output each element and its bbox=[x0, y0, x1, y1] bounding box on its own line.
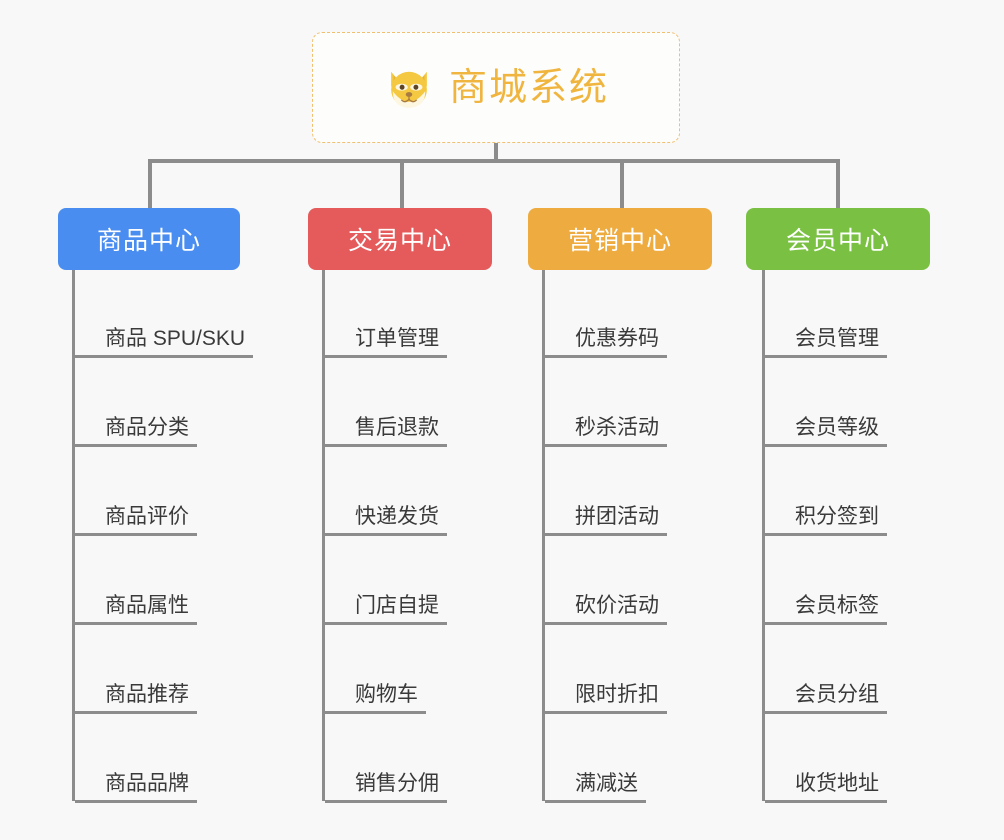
leaf-label: 拼团活动 bbox=[545, 504, 667, 536]
list-item[interactable]: 拼团活动 bbox=[545, 490, 667, 536]
list-item[interactable]: 收货地址 bbox=[765, 757, 887, 803]
leaf-label: 收货地址 bbox=[765, 771, 887, 803]
connector-drop-3 bbox=[620, 159, 624, 208]
connector-drop-2 bbox=[400, 159, 404, 208]
list-item[interactable]: 优惠券码 bbox=[545, 312, 667, 358]
connector-drop-1 bbox=[148, 159, 152, 208]
shiba-dog-face-icon bbox=[383, 62, 435, 114]
leaf-label: 商品品牌 bbox=[75, 771, 197, 803]
list-item[interactable]: 商品品牌 bbox=[75, 757, 197, 803]
leaf-spine bbox=[322, 270, 325, 801]
leaf-spine bbox=[762, 270, 765, 801]
leaf-label: 商品评价 bbox=[75, 504, 197, 536]
list-item[interactable]: 订单管理 bbox=[325, 312, 447, 358]
leaf-label: 快递发货 bbox=[325, 504, 447, 536]
list-item[interactable]: 商品分类 bbox=[75, 401, 197, 447]
list-item[interactable]: 门店自提 bbox=[325, 579, 447, 625]
list-item[interactable]: 商品推荐 bbox=[75, 668, 197, 714]
list-item[interactable]: 限时折扣 bbox=[545, 668, 667, 714]
category-label: 商品中心 bbox=[96, 227, 201, 255]
leaf-spine bbox=[72, 270, 75, 801]
category-box-marketing[interactable]: 营销中心 bbox=[528, 208, 712, 270]
list-item[interactable]: 会员分组 bbox=[765, 668, 887, 714]
leaf-label: 商品 SPU/SKU bbox=[75, 326, 254, 358]
category-label: 营销中心 bbox=[567, 227, 672, 255]
list-item[interactable]: 商品评价 bbox=[75, 490, 197, 536]
list-item[interactable]: 会员标签 bbox=[765, 579, 887, 625]
list-item[interactable]: 会员等级 bbox=[765, 401, 887, 447]
list-item[interactable]: 砍价活动 bbox=[545, 579, 667, 625]
leaf-label: 会员管理 bbox=[765, 326, 887, 358]
leaf-spine bbox=[542, 270, 545, 801]
list-item[interactable]: 满减送 bbox=[545, 757, 646, 803]
leaf-label: 售后退款 bbox=[325, 415, 447, 447]
list-item[interactable]: 商品 SPU/SKU bbox=[75, 312, 254, 358]
category-box-trade[interactable]: 交易中心 bbox=[308, 208, 492, 270]
connector-drop-4 bbox=[836, 159, 840, 208]
leaf-label: 砍价活动 bbox=[545, 593, 667, 625]
leaf-label: 购物车 bbox=[325, 682, 426, 714]
connector-bus bbox=[148, 159, 840, 163]
category-label: 交易中心 bbox=[347, 227, 452, 255]
list-item[interactable]: 购物车 bbox=[325, 668, 426, 714]
list-item[interactable]: 秒杀活动 bbox=[545, 401, 667, 447]
root-node[interactable]: 商城系统 bbox=[312, 32, 680, 143]
list-item[interactable]: 积分签到 bbox=[765, 490, 887, 536]
list-item[interactable]: 商品属性 bbox=[75, 579, 197, 625]
list-item[interactable]: 快递发货 bbox=[325, 490, 447, 536]
leaf-label: 会员等级 bbox=[765, 415, 887, 447]
leaf-label: 会员分组 bbox=[765, 682, 887, 714]
leaf-label: 商品分类 bbox=[75, 415, 197, 447]
leaf-label: 会员标签 bbox=[765, 593, 887, 625]
leaf-label: 订单管理 bbox=[325, 326, 447, 358]
leaf-label: 满减送 bbox=[545, 771, 646, 803]
leaf-label: 商品属性 bbox=[75, 593, 197, 625]
list-item[interactable]: 会员管理 bbox=[765, 312, 887, 358]
root-label: 商城系统 bbox=[448, 66, 609, 109]
category-box-member[interactable]: 会员中心 bbox=[746, 208, 930, 270]
leaf-label: 秒杀活动 bbox=[545, 415, 667, 447]
leaf-label: 商品推荐 bbox=[75, 682, 197, 714]
leaf-label: 积分签到 bbox=[765, 504, 887, 536]
category-box-products[interactable]: 商品中心 bbox=[58, 208, 240, 270]
list-item[interactable]: 销售分佣 bbox=[325, 757, 447, 803]
leaf-label: 限时折扣 bbox=[545, 682, 667, 714]
leaf-label: 销售分佣 bbox=[325, 771, 447, 803]
list-item[interactable]: 售后退款 bbox=[325, 401, 447, 447]
leaf-label: 门店自提 bbox=[325, 593, 447, 625]
category-label: 会员中心 bbox=[785, 227, 890, 255]
leaf-label: 优惠券码 bbox=[545, 326, 667, 358]
connector-root-stem bbox=[494, 143, 498, 163]
